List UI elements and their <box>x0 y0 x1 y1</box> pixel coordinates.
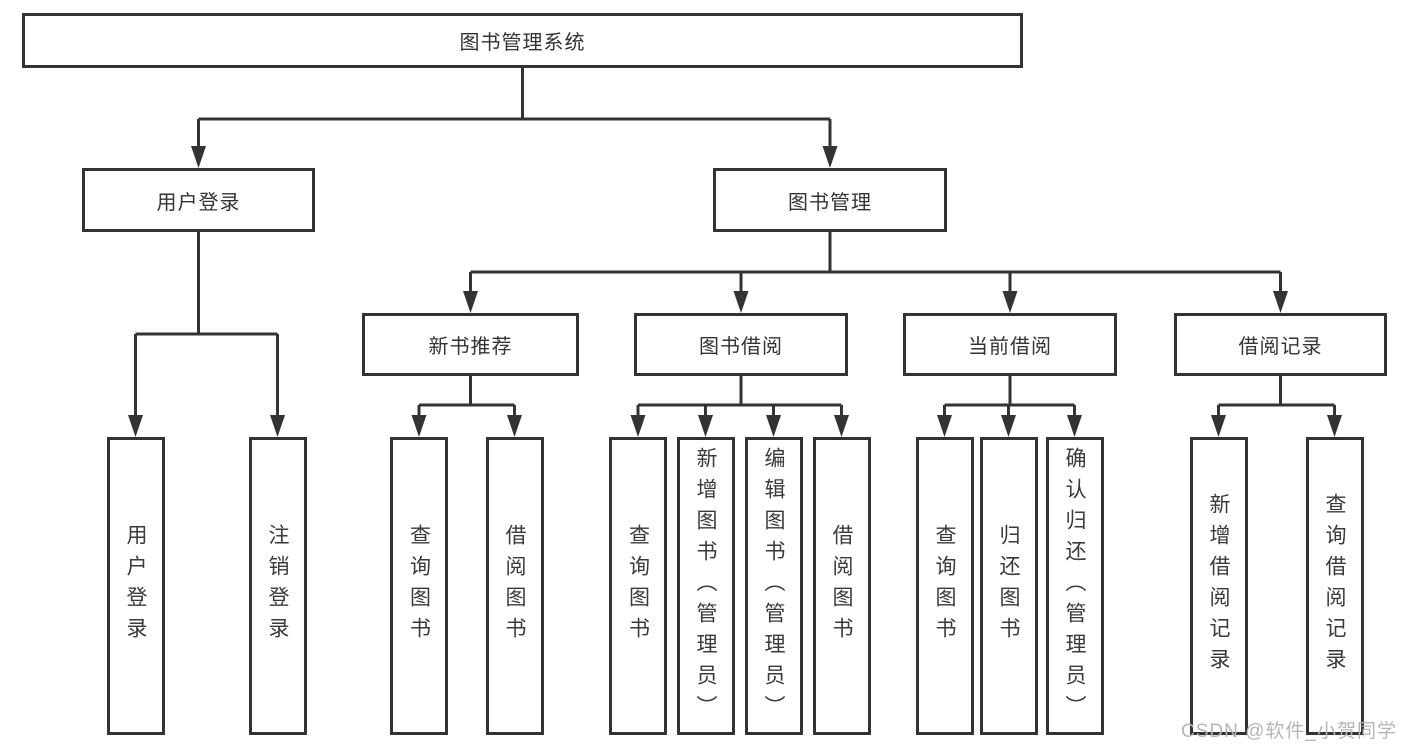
node-user-login-label: 用户登录 <box>156 191 241 214</box>
connector-path <box>134 68 1336 417</box>
leaf-user-login-label: 用户登录 <box>124 524 147 648</box>
leaf-borrow-book-recommend-label: 借阅图书 <box>503 524 526 648</box>
leaf-query-borrow-record: 查询借阅记录 <box>1305 437 1364 735</box>
node-borrow-record-label: 借阅记录 <box>1238 336 1323 358</box>
leaf-confirm-return-admin-label: 确认归还（管理员） <box>1063 446 1086 726</box>
node-book-management-label: 图书管理 <box>788 191 872 214</box>
leaf-query-borrow-record-label: 查询借阅记录 <box>1323 493 1346 679</box>
leaf-borrow-book-recommend: 借阅图书 <box>485 437 544 735</box>
node-current-borrow: 当前借阅 <box>903 313 1117 376</box>
leaf-add-book-admin: 新增图书（管理员） <box>676 437 735 735</box>
leaf-query-book-borrow: 查询图书 <box>609 437 667 735</box>
node-book-management: 图书管理 <box>713 168 947 232</box>
arrowheads <box>128 146 1342 437</box>
node-root: 图书管理系统 <box>22 13 1023 68</box>
leaf-borrow-book-label: 借阅图书 <box>830 524 853 648</box>
leaf-query-book-borrow-label: 查询图书 <box>626 524 650 648</box>
node-borrow-record: 借阅记录 <box>1174 313 1387 376</box>
leaf-add-borrow-record-label: 新增借阅记录 <box>1207 493 1230 679</box>
leaf-edit-book-admin: 编辑图书（管理员） <box>744 437 803 735</box>
leaf-logout-label: 注销登录 <box>266 524 289 648</box>
leaf-query-book-recommend-label: 查询图书 <box>407 524 431 648</box>
leaf-edit-book-admin-label: 编辑图书（管理员） <box>762 446 785 726</box>
leaf-query-book-current-label: 查询图书 <box>933 524 956 648</box>
leaf-query-book-current: 查询图书 <box>915 437 974 735</box>
leaf-add-book-admin-label: 新增图书（管理员） <box>694 446 717 726</box>
node-book-borrow-label: 图书借阅 <box>699 336 783 358</box>
node-new-book-recommend-label: 新书推荐 <box>428 336 513 358</box>
watermark: CSDN @软件_小贺同学 <box>1181 721 1397 742</box>
leaf-logout: 注销登录 <box>248 437 307 735</box>
node-new-book-recommend: 新书推荐 <box>362 313 579 376</box>
node-book-borrow: 图书借阅 <box>634 313 848 376</box>
leaf-borrow-book: 借阅图书 <box>812 437 871 735</box>
leaf-return-book-label: 归还图书 <box>997 524 1020 648</box>
leaf-user-login: 用户登录 <box>106 437 165 735</box>
leaf-return-book: 归还图书 <box>979 437 1038 735</box>
leaf-confirm-return-admin: 确认归还（管理员） <box>1045 437 1104 735</box>
node-root-label: 图书管理系统 <box>459 32 586 54</box>
node-current-borrow-label: 当前借阅 <box>968 336 1052 358</box>
leaf-query-book-recommend: 查询图书 <box>390 437 448 735</box>
leaf-add-borrow-record: 新增借阅记录 <box>1189 437 1248 735</box>
node-user-login: 用户登录 <box>82 168 315 232</box>
